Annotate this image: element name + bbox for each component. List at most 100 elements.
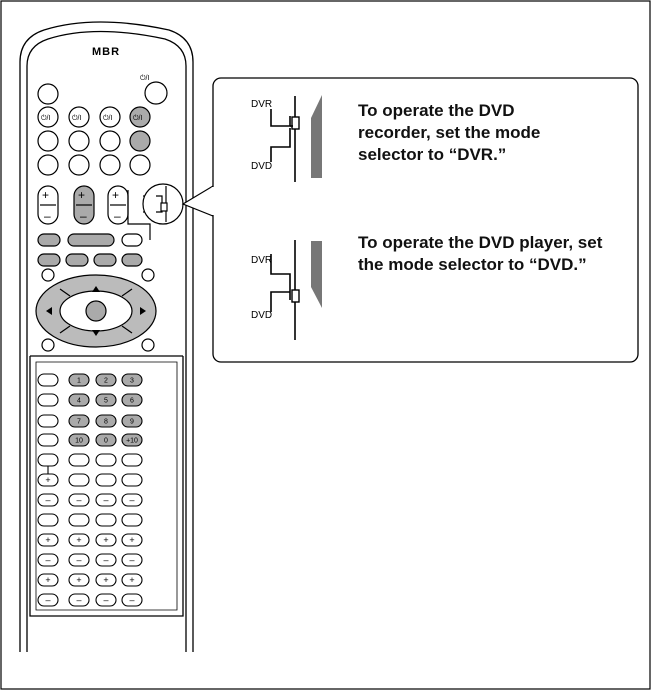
instruction-top: To operate the DVD recorder, set the mod… (358, 101, 541, 164)
remote-button[interactable] (121, 493, 143, 507)
power-symbol-icon: ⏻/I (103, 114, 112, 122)
number-key[interactable] (95, 433, 117, 447)
remote-button[interactable] (68, 513, 90, 527)
remote-button[interactable] (68, 130, 90, 152)
number-key-label: 0 (104, 438, 108, 445)
number-key[interactable] (95, 373, 117, 387)
navigation-cluster (35, 268, 157, 352)
plus-icon: + (76, 575, 81, 585)
remote-button[interactable] (37, 130, 59, 152)
remote-button[interactable] (95, 553, 117, 567)
remote-button[interactable] (121, 473, 143, 487)
number-key[interactable] (68, 414, 90, 428)
number-key[interactable] (95, 393, 117, 407)
power-button[interactable] (99, 106, 121, 128)
remote-button[interactable] (129, 154, 151, 176)
function-button[interactable] (37, 414, 59, 428)
remote-button[interactable] (37, 573, 59, 587)
remote-button[interactable] (141, 338, 155, 352)
pill-button[interactable] (121, 253, 143, 267)
remote-button[interactable] (95, 573, 117, 587)
plus-icon: + (45, 535, 50, 545)
remote-button[interactable] (37, 513, 59, 527)
remote-button[interactable] (141, 268, 155, 282)
remote-button[interactable] (37, 453, 59, 467)
number-key[interactable] (121, 393, 143, 407)
remote-button[interactable] (68, 593, 90, 607)
remote-button[interactable] (37, 154, 59, 176)
pill-button[interactable] (37, 253, 61, 267)
nav-right-icon[interactable] (140, 307, 146, 315)
number-key[interactable] (95, 414, 117, 428)
nav-ok-button[interactable] (85, 300, 107, 322)
power-button[interactable] (68, 106, 90, 128)
remote-button[interactable] (37, 533, 59, 547)
pill-button[interactable] (67, 233, 115, 247)
remote-button[interactable] (121, 533, 143, 547)
power-button[interactable] (129, 106, 151, 128)
remote-button[interactable] (121, 593, 143, 607)
pill-button[interactable] (121, 233, 143, 247)
remote-button[interactable] (37, 83, 59, 105)
remote-button[interactable] (95, 473, 117, 487)
number-key[interactable] (68, 373, 90, 387)
function-button[interactable] (37, 373, 59, 387)
nav-down-icon[interactable] (92, 330, 100, 336)
remote-button[interactable] (68, 533, 90, 547)
remote-button[interactable] (41, 338, 55, 352)
number-key[interactable] (121, 373, 143, 387)
remote-button[interactable] (37, 493, 59, 507)
remote-button[interactable] (95, 453, 117, 467)
remote-button[interactable] (129, 130, 151, 152)
power-button[interactable] (37, 106, 59, 128)
minus-icon: – (129, 595, 134, 605)
function-button[interactable] (37, 433, 59, 447)
remote-button[interactable] (95, 533, 117, 547)
pill-button-rows (37, 233, 143, 267)
remote-button[interactable] (68, 573, 90, 587)
remote-button[interactable] (95, 593, 117, 607)
pill-button[interactable] (65, 253, 89, 267)
remote-button[interactable] (68, 453, 90, 467)
plus-icon: + (76, 535, 81, 545)
number-key[interactable] (121, 433, 143, 447)
remote-button[interactable] (37, 553, 59, 567)
power-buttons-row: ⏻/I ⏻/I ⏻/I ⏻/I (37, 106, 151, 128)
remote-button[interactable] (68, 493, 90, 507)
remote-button[interactable] (121, 573, 143, 587)
remote-button[interactable] (68, 473, 90, 487)
remote-button[interactable] (99, 130, 121, 152)
remote-button[interactable] (121, 513, 143, 527)
remote-button[interactable] (121, 553, 143, 567)
selector-illustration-top (270, 96, 300, 182)
number-key-label: 2 (104, 378, 108, 385)
remote-button[interactable] (99, 154, 121, 176)
remote-button[interactable] (95, 513, 117, 527)
number-key[interactable] (68, 393, 90, 407)
brand-logo: MBR (92, 46, 120, 58)
instruction-bottom: To operate the DVD player, set the mode … (358, 233, 603, 274)
remote-button[interactable] (95, 493, 117, 507)
minus-icon: – (45, 595, 50, 605)
pill-button[interactable] (93, 253, 117, 267)
svg-text:+: + (42, 188, 49, 202)
number-key[interactable] (121, 414, 143, 428)
selector-zoom-detail (156, 186, 168, 222)
nav-left-icon[interactable] (46, 307, 52, 315)
minus-icon: – (129, 495, 134, 505)
number-key-label: 1 (77, 378, 81, 385)
label-dvd-bottom: DVD (251, 310, 272, 321)
remote-button[interactable] (121, 453, 143, 467)
remote-power-button[interactable] (144, 81, 168, 105)
pill-button[interactable] (37, 233, 61, 247)
remote-button[interactable] (37, 593, 59, 607)
remote-button[interactable] (68, 553, 90, 567)
plus-icon: + (129, 575, 134, 585)
svg-text:+: + (112, 188, 119, 202)
number-key[interactable] (68, 433, 90, 447)
remote-button[interactable] (68, 154, 90, 176)
nav-up-icon[interactable] (92, 286, 100, 292)
function-button[interactable] (37, 393, 59, 407)
remote-button[interactable] (41, 268, 55, 282)
plus-icon: + (45, 475, 50, 485)
